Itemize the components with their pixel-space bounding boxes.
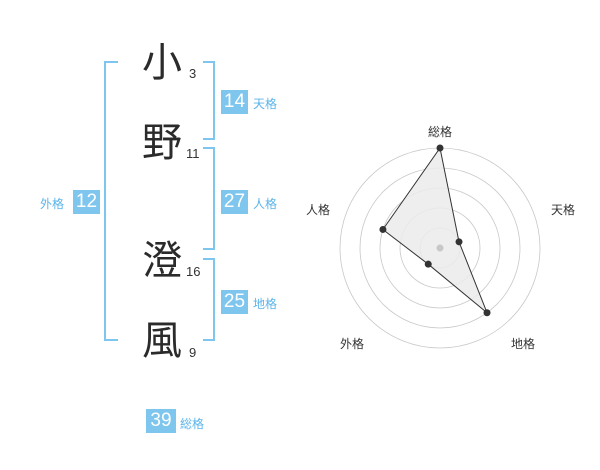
tenkaku-value: 14 (221, 90, 248, 114)
tenkaku-bracket (203, 61, 215, 140)
radar-polygon (382, 146, 488, 314)
radar-point (483, 309, 491, 317)
radar-axis-label-chikaku: 地格 (511, 337, 536, 351)
radar-center (436, 244, 444, 252)
name-char-4: 風 (142, 318, 182, 364)
jinkaku-bracket (203, 147, 215, 250)
stroke-count-2: 11 (186, 146, 200, 161)
radar-point (379, 225, 387, 233)
jinkaku-value: 27 (221, 190, 248, 214)
jinkaku-label: 人格 (253, 197, 278, 211)
radar-axis-label-gaikaku: 外格 (340, 337, 365, 351)
radar-axis-label-jinkaku: 人格 (306, 203, 331, 217)
radar-point (424, 260, 432, 268)
chikaku-label: 地格 (253, 297, 278, 311)
radar-point (455, 238, 463, 246)
name-char-2: 野 (142, 120, 182, 166)
name-char-3: 澄 (142, 238, 182, 284)
radar-point (436, 144, 444, 152)
tenkaku-label: 天格 (253, 97, 278, 111)
stroke-count-4: 9 (189, 345, 197, 360)
name-char-1: 小 (142, 40, 182, 86)
radar-axis-label-tenkaku: 天格 (551, 203, 576, 217)
radar-axis-label-soukaku: 総格 (428, 125, 453, 139)
gaikaku-label: 外格 (40, 197, 65, 211)
chikaku-bracket (203, 258, 215, 341)
stroke-count-1: 3 (189, 66, 197, 81)
gaikaku-bracket (104, 61, 118, 341)
soukaku-value: 39 (146, 409, 176, 433)
soukaku-label: 総格 (180, 417, 205, 431)
chikaku-value: 25 (221, 290, 248, 314)
stroke-count-3: 16 (186, 264, 201, 279)
gaikaku-value: 12 (73, 190, 100, 214)
